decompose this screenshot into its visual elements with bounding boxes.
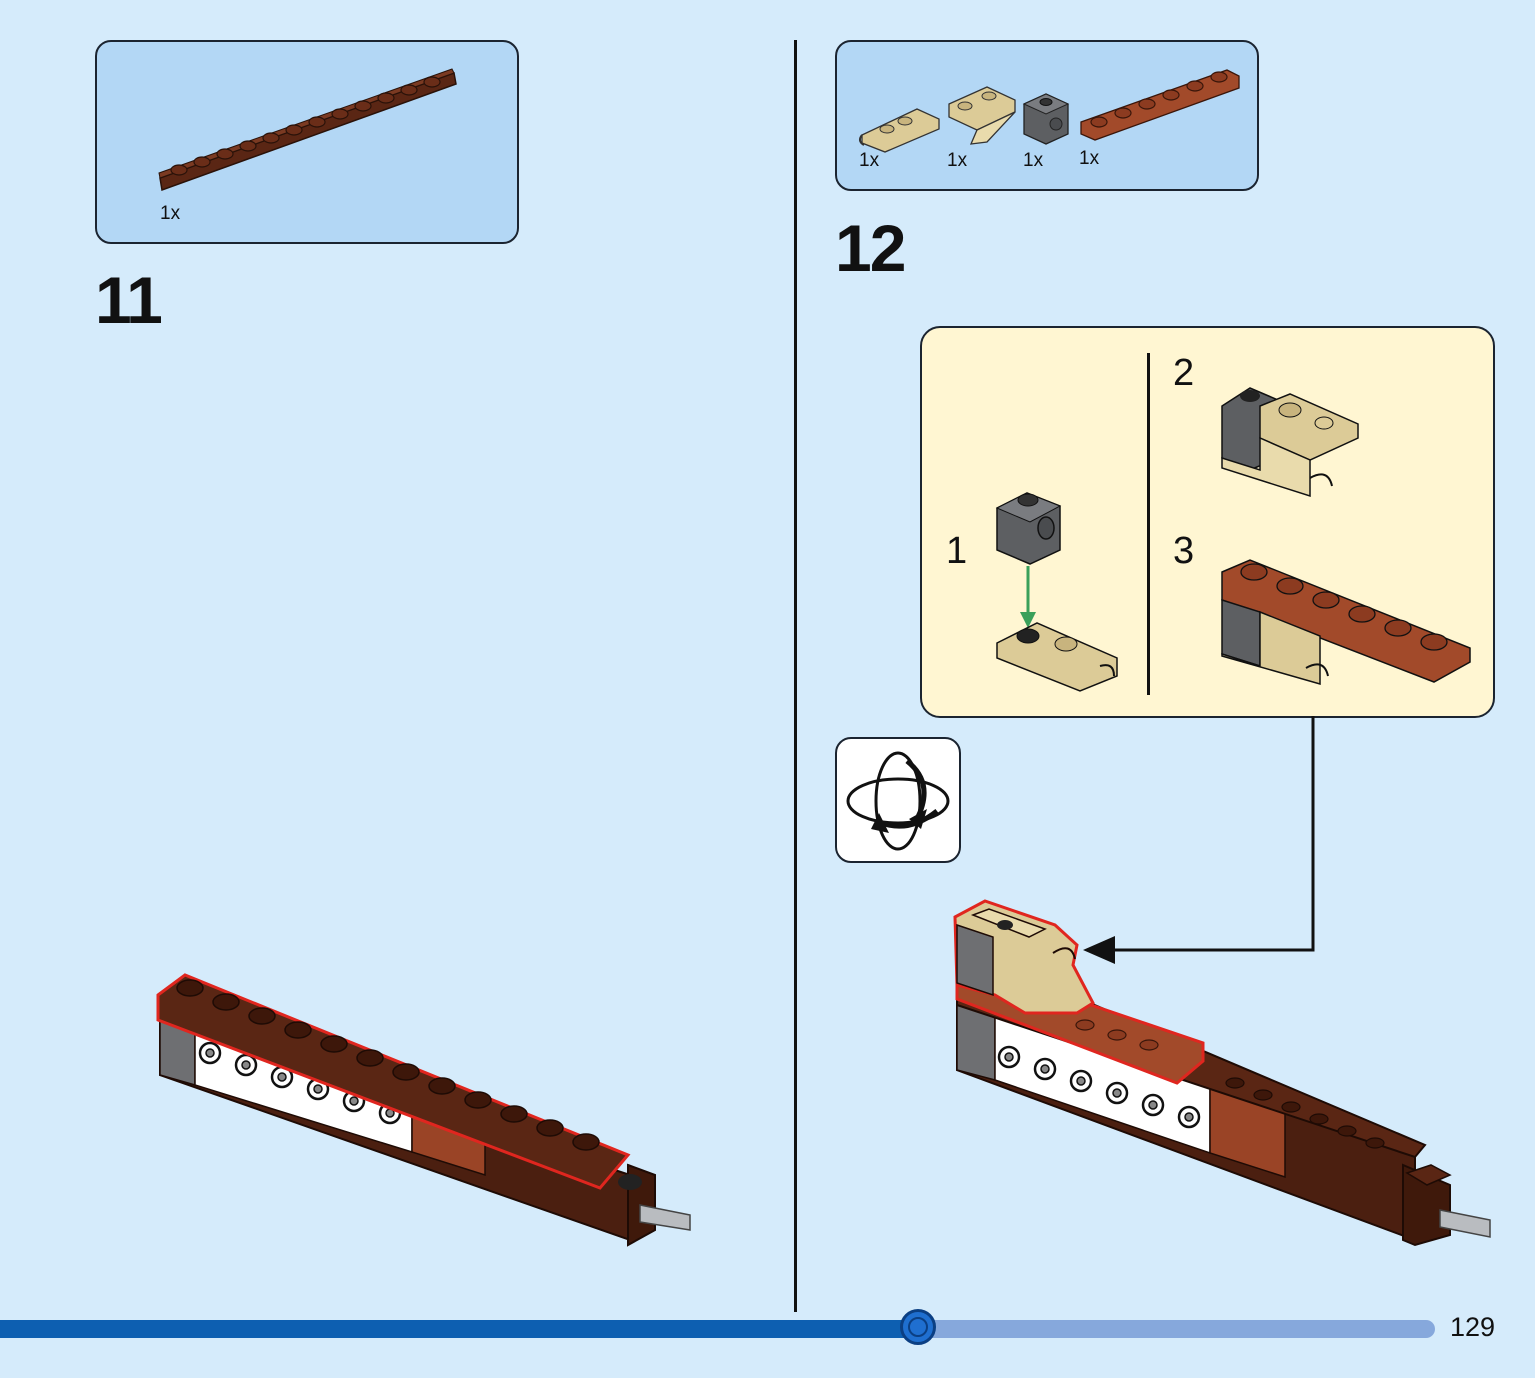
page-number: 129 [1449,1312,1495,1342]
part-quantity: 1x [947,150,968,171]
substep2-illustration [1221,387,1359,498]
reddish-brown-plate-1x6-icon [1080,69,1240,141]
step-number: 12 [835,211,906,285]
step11-model-illustration [156,973,691,1247]
callout-divider [1147,353,1150,695]
progress-indicator [900,1309,936,1345]
step-number: 11 [95,263,163,337]
substep-number: 2 [1173,352,1195,394]
dark-grey-technic-brick-icon [1022,93,1070,145]
substep-number: 3 [1173,530,1195,572]
part-quantity: 1x [1079,148,1100,169]
substep1-illustration [995,492,1118,692]
step12-model-illustration [953,899,1491,1247]
progress-bar-fill [0,1320,918,1338]
substep-number: 1 [946,530,968,572]
rotate-icon [846,751,950,851]
tan-plate-with-clip-icon [858,108,940,153]
brown-plate-1x12-icon [158,68,457,192]
substep3-illustration [1221,559,1471,685]
substep-callout: 1 2 3 [920,326,1495,718]
part-quantity: 1x [1023,150,1044,171]
page-divider [794,40,797,1312]
tan-inverted-slope-icon [948,86,1016,145]
step11-parts-box: 1x [95,40,519,244]
part-quantity: 1x [859,150,880,171]
progress-bar [0,1309,1435,1345]
part-quantity: 1x [160,203,181,224]
rotate-model-indicator [835,737,961,863]
step12-parts-box: 1x 1x 1x 1x [835,40,1259,191]
callout-connector-arrow [1083,716,1315,964]
